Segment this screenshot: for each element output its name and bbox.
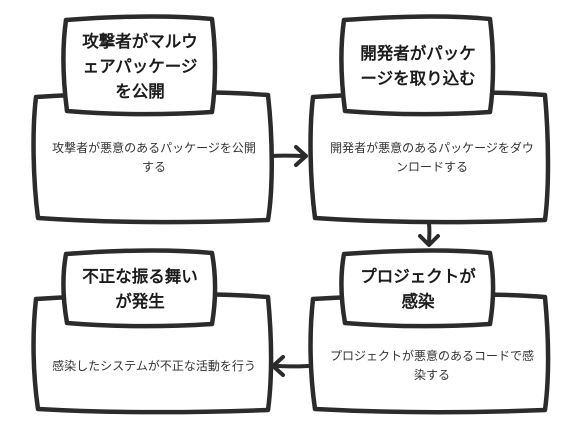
- arrow-left-icon: [271, 355, 310, 377]
- step-4-title-box: [61, 248, 218, 329]
- arrow-right-icon: [270, 145, 308, 167]
- step-4-description: 感染したシステムが不正な活動を行う: [52, 358, 256, 373]
- step-1-description: 攻撃者が悪意のあるパッケージを公開する: [52, 141, 256, 174]
- arrow-down-icon: [418, 222, 440, 247]
- step-3-title: プロジェクトが感染: [360, 267, 476, 311]
- step-2-title-box: [339, 14, 496, 117]
- step-2-description: 開発者が悪意のあるパッケージをダウンロードする: [330, 141, 534, 174]
- step-4-title: 不正な振る舞いが発生: [82, 267, 198, 311]
- step-1-title: 攻撃者がマルウェアパッケージを公開: [82, 31, 198, 101]
- step-1-title-box: [61, 14, 218, 117]
- step-3-description: プロジェクトが悪意のあるコードで感染する: [329, 349, 534, 382]
- step-2-title: 開発者がパッケージを取り込む: [360, 44, 476, 88]
- step-3-title-box: [339, 248, 496, 329]
